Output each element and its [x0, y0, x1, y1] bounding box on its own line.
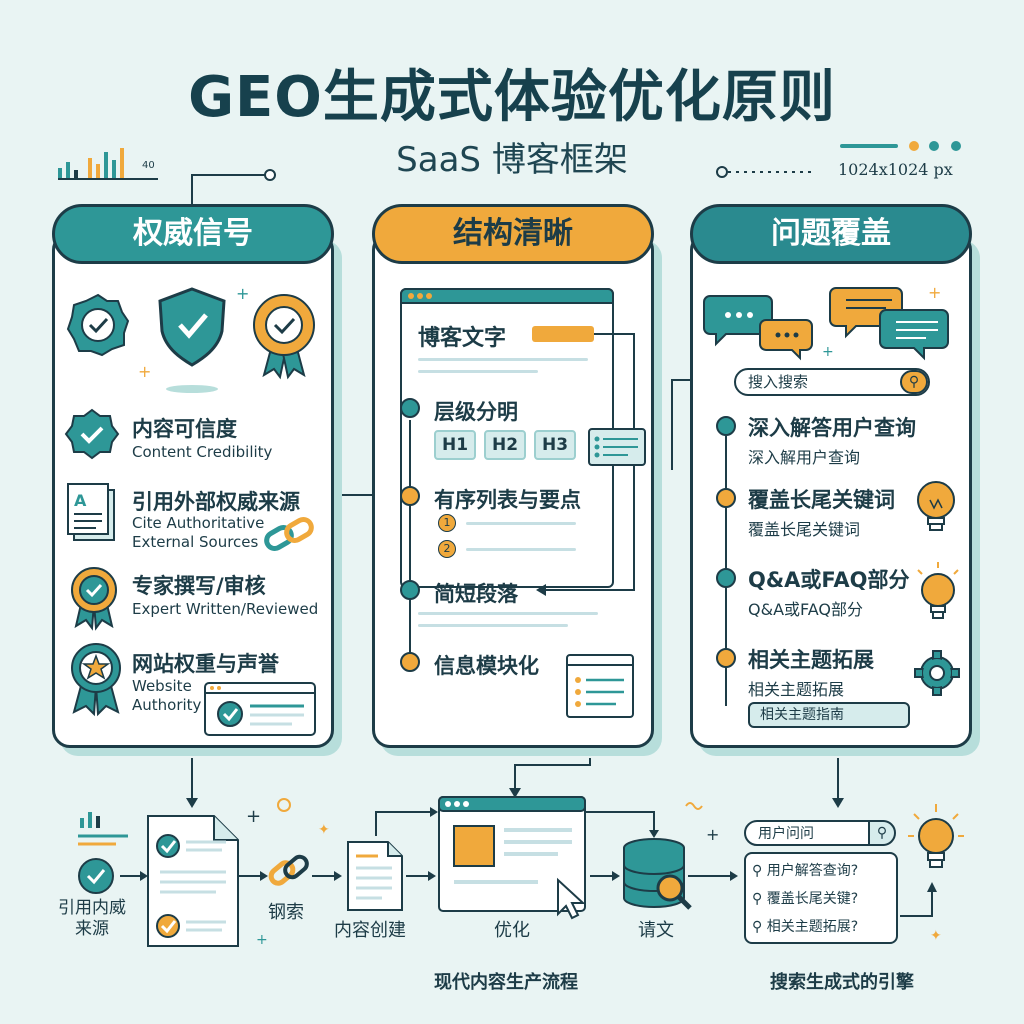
svg-text:+: + — [138, 362, 151, 381]
svg-text:+: + — [256, 932, 268, 948]
star-award-icon — [71, 643, 121, 717]
coverage-item-2-sub: 覆盖长尾关键词 — [748, 520, 861, 539]
timeline-dot-3 — [400, 580, 420, 600]
panel-structure-title: 结构清晰 — [372, 204, 654, 264]
structure-item-2: 有序列表与要点 — [434, 488, 581, 512]
flow-optimize-label: 优化 — [494, 920, 530, 941]
check-circle-icon — [78, 858, 114, 894]
content-document-icon — [347, 841, 403, 911]
coverage-dot-2 — [716, 488, 736, 508]
authority-item-1-zh: 内容可信度 — [132, 417, 237, 441]
list-number-1: 1 — [438, 514, 456, 532]
lightbulb-icon — [917, 481, 955, 531]
window-dots-icon — [408, 293, 432, 299]
expert-medal-icon — [71, 567, 117, 631]
engine-result-1[interactable]: ⚲ 用户解答查询? — [752, 863, 859, 879]
page-title: GEO生成式体验优化原则 — [188, 65, 836, 130]
svg-text:+: + — [822, 344, 834, 360]
timeline-line — [409, 420, 411, 670]
database-search-icon — [623, 838, 692, 910]
chart-small-label: 40 — [142, 160, 155, 171]
optimize-browser-icon — [438, 796, 586, 920]
trust-badges-icon: + + — [66, 284, 315, 393]
authority-item-4-en: Website Authority — [132, 677, 202, 714]
coverage-item-4: 相关主题拓展 — [748, 648, 874, 672]
engine-lightbulb-icon — [908, 804, 964, 868]
coverage-dot-1 — [716, 416, 736, 436]
gear-icon — [914, 650, 960, 696]
list-card-icon — [588, 428, 646, 466]
flow-request-label: 请文 — [638, 920, 674, 941]
coverage-item-3: Q&A或FAQ部分 — [748, 568, 910, 592]
list-number-2: 2 — [438, 540, 456, 558]
structure-item-1: 层级分明 — [434, 400, 518, 424]
flow-chain-label: 钢索 — [268, 902, 304, 923]
coverage-search-input[interactable]: 搜入搜索 — [734, 368, 930, 396]
structure-item-4: 信息模块化 — [434, 654, 539, 678]
tag-h2: H2 — [484, 430, 526, 460]
coverage-dot-4 — [716, 648, 736, 668]
structure-item-3: 简短段落 — [434, 582, 518, 606]
authority-item-4-zh: 网站权重与声誉 — [132, 652, 279, 676]
svg-text:+: + — [706, 825, 719, 844]
engine-search-icon[interactable]: ⚲ — [868, 820, 896, 846]
checklist-document-icon — [147, 815, 239, 947]
svg-text:A: A — [74, 491, 87, 510]
coverage-item-2: 覆盖长尾关键词 — [748, 488, 895, 512]
coverage-item-4-sub: 相关主题拓展 — [748, 680, 845, 699]
engine-result-1-text: 用户解答查询? — [766, 863, 859, 879]
search-icon[interactable]: ⚲ — [900, 370, 928, 394]
timeline-dot-4 — [400, 652, 420, 672]
svg-text:+: + — [928, 283, 941, 302]
svg-text:+: + — [246, 806, 261, 827]
coverage-dot-3 — [716, 568, 736, 588]
svg-text:✦: ✦ — [318, 822, 330, 838]
panel-authority-title: 权威信号 — [52, 204, 334, 264]
dimension-label: 1024x1024 px — [838, 160, 953, 179]
topic-guide-button[interactable]: 相关主题指南 — [748, 702, 910, 728]
link-chain-icon — [264, 517, 314, 551]
document-icon: A — [67, 483, 115, 541]
chat-bubbles-icon: + + — [703, 283, 949, 361]
tag-h1: H1 — [434, 430, 476, 460]
engine-result-2[interactable]: ⚲ 覆盖长尾关键? — [752, 891, 859, 907]
engine-result-3-text: 相关主题拓展? — [766, 919, 859, 935]
flow-caption-right: 搜索生成式的引擎 — [770, 972, 914, 993]
chain-icon — [268, 854, 309, 886]
highlight-bar — [532, 326, 594, 342]
decoration-dots-icon — [716, 141, 961, 178]
engine-results-box — [744, 852, 898, 944]
timeline-dot-2 — [400, 486, 420, 506]
page-subtitle: SaaS 博客框架 — [396, 140, 628, 180]
coverage-item-1-sub: 深入解用户查询 — [748, 448, 861, 467]
coverage-item-3-sub: Q&A或FAQ部分 — [748, 600, 864, 619]
bar-chart-icon — [58, 148, 158, 180]
credibility-badge-icon — [64, 408, 120, 460]
authority-item-1-en: Content Credibility — [132, 443, 273, 461]
tag-h3: H3 — [534, 430, 576, 460]
authority-item-2-zh: 引用外部权威来源 — [132, 490, 300, 514]
module-card-icon — [566, 654, 634, 718]
engine-result-3[interactable]: ⚲ 相关主题拓展? — [752, 919, 859, 935]
website-window-icon — [204, 682, 316, 736]
timeline-dot-1 — [400, 398, 420, 418]
window-titlebar — [400, 288, 614, 304]
svg-text:+: + — [236, 284, 249, 303]
authority-item-3-zh: 专家撰写/审核 — [132, 574, 266, 598]
svg-text:✦: ✦ — [930, 928, 942, 944]
engine-result-2-text: 覆盖长尾关键? — [766, 891, 859, 907]
flow-cite-label: 引用内威 来源 — [58, 898, 126, 939]
flow-caption-left: 现代内容生产流程 — [434, 972, 578, 993]
coverage-item-1: 深入解答用户查询 — [748, 416, 916, 440]
blog-doc-title: 博客文字 — [418, 326, 507, 351]
flow-create-label: 内容创建 — [334, 920, 406, 941]
panel-coverage-title: 问题覆盖 — [690, 204, 972, 264]
authority-item-2-en: Cite Authoritative External Sources — [132, 514, 265, 551]
authority-item-3-en: Expert Written/Reviewed — [132, 600, 319, 618]
lightbulb-glow-icon — [917, 562, 959, 619]
